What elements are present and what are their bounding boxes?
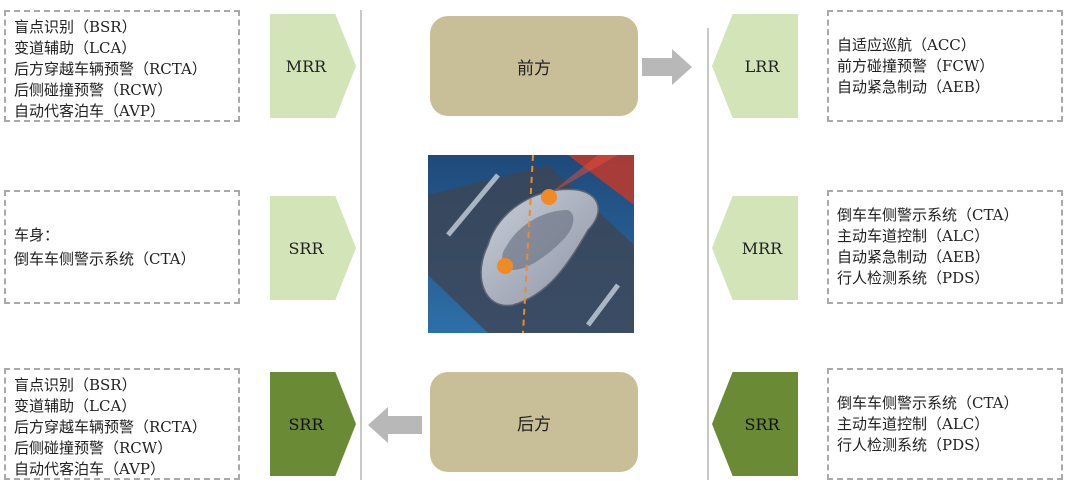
rear-arrow: [368, 407, 422, 443]
left-bottom-feature-box: 盲点识别（BSR） 变道辅助（LCA） 后方穿越车辆预警（RCTA） 后侧碰撞预…: [4, 368, 240, 480]
right-bottom-feature-box: 倒车车侧警示系统（CTA） 主动车道控制（ALC） 行人检测系统（PDS）: [827, 368, 1063, 480]
right-top-feature-box: 自适应巡航（ACC） 前方碰撞预警（FCW） 自动紧急制动（AEB）: [827, 10, 1063, 122]
right-lrr-chevron: LRR: [712, 14, 798, 118]
feature-item: 自动紧急制动（AEB）: [837, 77, 990, 96]
front-arrow: [642, 49, 692, 85]
feature-item: 盲点识别（BSR）: [14, 18, 137, 36]
left-vertical-line: [360, 10, 362, 480]
feature-item: 车身：: [14, 226, 60, 244]
feature-item: 倒车车侧警示系统（CTA）: [837, 393, 1019, 412]
right-middle-feature-box: 倒车车侧警示系统（CTA） 主动车道控制（ALC） 自动紧急制动（AEB） 行人…: [827, 190, 1063, 304]
feature-item: 前方碰撞预警（FCW）: [837, 56, 995, 75]
feature-item: 后侧碰撞预警（RCW）: [14, 81, 173, 99]
left-middle-feature-box: 车身： 倒车车侧警示系统（CTA）: [4, 190, 240, 304]
feature-item: 自适应巡航（ACC）: [837, 35, 976, 54]
right-vertical-line: [707, 28, 709, 480]
feature-item: 主动车道控制（ALC）: [837, 227, 990, 245]
left-srr-chevron: SRR: [270, 196, 356, 300]
feature-item: 自动代客泊车（AVP）: [14, 460, 166, 478]
left-top-feature-box: 盲点识别（BSR） 变道辅助（LCA） 后方穿越车辆预警（RCTA） 后侧碰撞预…: [4, 10, 240, 122]
feature-item: 后方穿越车辆预警（RCTA）: [14, 418, 207, 436]
rear-box: 后方: [430, 372, 638, 472]
front-box: 前方: [430, 16, 638, 116]
feature-item: 倒车车侧警示系统（CTA）: [837, 206, 1019, 224]
left-rear-srr-chevron: SRR: [270, 372, 356, 476]
right-mrr-chevron: MRR: [712, 196, 798, 300]
feature-item: 主动车道控制（ALC）: [837, 414, 990, 433]
feature-item: 变道辅助（LCA）: [14, 397, 137, 415]
feature-item: 倒车车侧警示系统（CTA）: [14, 250, 196, 268]
right-srr-chevron: SRR: [712, 372, 798, 476]
feature-item: 后方穿越车辆预警（RCTA）: [14, 60, 207, 78]
feature-item: 自动紧急制动（AEB）: [837, 248, 990, 266]
feature-item: 变道辅助（LCA）: [14, 39, 137, 57]
feature-item: 盲点识别（BSR）: [14, 376, 137, 394]
feature-item: 行人检测系统（PDS）: [837, 435, 990, 454]
car-radar-illustration: [428, 155, 634, 333]
left-mrr-chevron: MRR: [270, 14, 356, 118]
feature-item: 自动代客泊车（AVP）: [14, 102, 166, 120]
feature-item: 后侧碰撞预警（RCW）: [14, 439, 173, 457]
feature-item: 行人检测系统（PDS）: [837, 269, 990, 287]
